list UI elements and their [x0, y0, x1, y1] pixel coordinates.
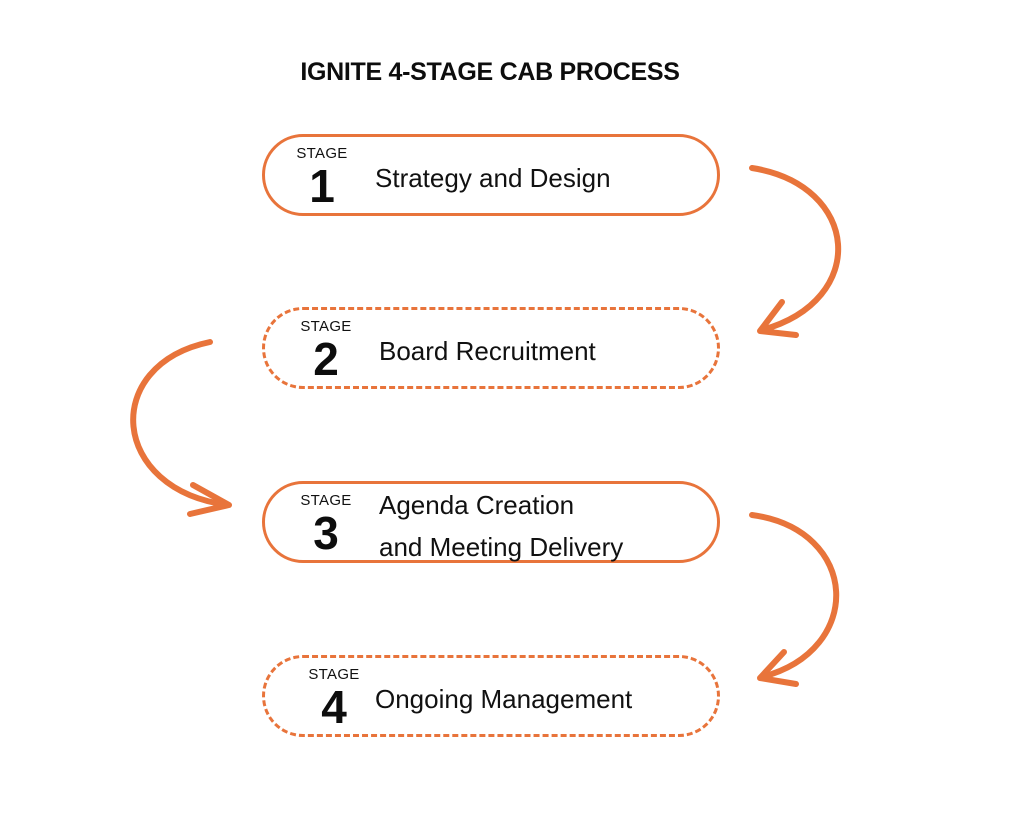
stage-3-word: STAGE	[300, 492, 352, 509]
stage-1-word: STAGE	[296, 145, 348, 162]
stage-2-label: Board Recruitment	[379, 335, 596, 367]
stage-3-label: Agenda Creation and Meeting Delivery	[379, 489, 623, 563]
stage-4-label: Ongoing Management	[375, 683, 632, 715]
stage-2-label-line: Board Recruitment	[379, 336, 596, 366]
stage-2-word: STAGE	[300, 318, 352, 335]
stage-3-box: STAGE 3 Agenda Creation and Meeting Deli…	[262, 481, 720, 563]
stage-2-number: 2	[313, 333, 339, 385]
stage-4-word: STAGE	[308, 666, 360, 683]
stage-3-number-block: STAGE 3	[291, 492, 361, 556]
arrow-stage-3-to-4	[749, 512, 840, 687]
arrow-stage-2-to-3	[130, 339, 232, 517]
stage-1-number-block: STAGE 1	[287, 145, 357, 209]
stage-4-number-block: STAGE 4	[299, 666, 369, 730]
stage-3-label-line-1: Agenda Creation	[379, 490, 575, 520]
stage-1-box: STAGE 1 Strategy and Design	[262, 134, 720, 216]
stage-2-number-block: STAGE 2	[291, 318, 361, 382]
stage-2-box: STAGE 2 Board Recruitment	[262, 307, 720, 389]
stage-1-label-line: Strategy and Design	[375, 163, 611, 193]
arrow-stage-1-to-2	[749, 165, 842, 338]
stage-3-number: 3	[313, 507, 339, 559]
stage-4-label-line: Ongoing Management	[375, 684, 633, 714]
stage-4-box: STAGE 4 Ongoing Management	[262, 655, 720, 737]
stage-3-label-line-2: and Meeting Delivery	[379, 532, 624, 562]
stage-1-number: 1	[309, 160, 335, 212]
stage-4-number: 4	[321, 681, 347, 733]
diagram-title: IGNITE 4-STAGE CAB PROCESS	[300, 58, 680, 86]
stage-1-label: Strategy and Design	[375, 162, 611, 194]
